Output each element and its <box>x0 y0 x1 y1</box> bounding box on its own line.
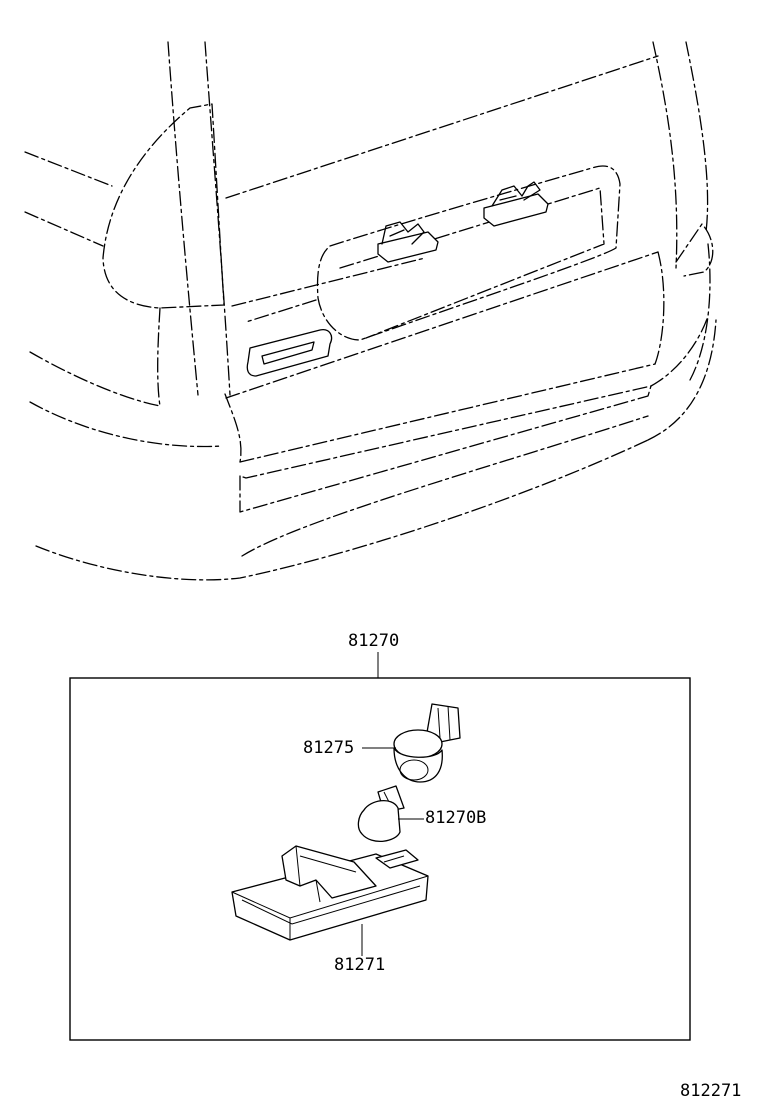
assembly-frame <box>69 677 691 1041</box>
illustration-number: 812271 <box>680 1081 741 1101</box>
socket-part-number: 81275 <box>303 738 354 758</box>
bulb-part <box>357 785 405 842</box>
door-handle <box>246 329 333 377</box>
license-lamp-left-installed <box>377 221 439 263</box>
license-lamp-right-installed <box>483 181 549 227</box>
bulb-part-number: 81270B <box>425 808 486 828</box>
vehicle-rear-outline <box>24 41 717 581</box>
lens-part-number: 81271 <box>334 955 385 975</box>
assembly-part-number: 81270 <box>348 631 399 651</box>
lens-housing-part <box>231 845 429 941</box>
socket-part <box>393 703 461 783</box>
